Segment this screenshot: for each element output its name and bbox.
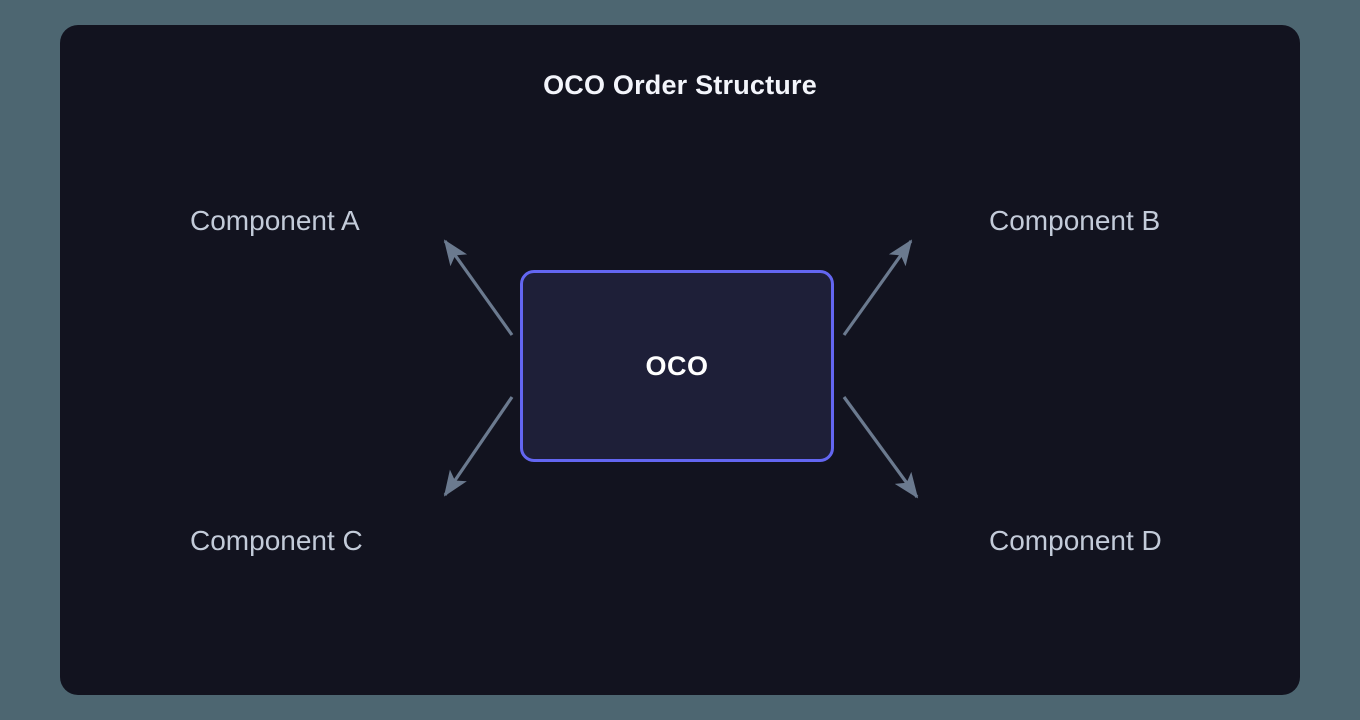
- center-node-oco[interactable]: OCO: [520, 270, 834, 462]
- edge-oco-to-component-a: [443, 239, 514, 336]
- node-label-component-c[interactable]: Component C: [190, 525, 363, 556]
- edge-oco-to-component-b: [842, 239, 913, 336]
- edge-oco-to-component-d: [842, 396, 919, 499]
- edge-oco-to-component-c: [443, 396, 514, 497]
- center-node-label: OCO: [645, 350, 709, 381]
- node-label-component-b[interactable]: Component B: [989, 205, 1161, 236]
- diagram-card: OCO Order Structure OCO Component A Comp…: [60, 25, 1300, 695]
- page-title: OCO Order Structure: [543, 70, 817, 100]
- node-label-component-a[interactable]: Component A: [190, 205, 360, 236]
- node-label-component-d[interactable]: Component D: [989, 525, 1162, 556]
